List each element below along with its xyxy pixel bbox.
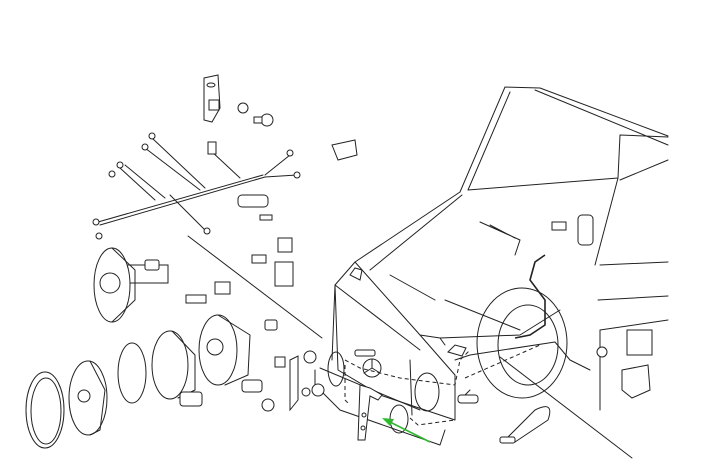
switch [277, 237, 293, 253]
left-headlight [327, 351, 345, 387]
relay-small [214, 281, 231, 295]
right-headlight [414, 372, 440, 412]
connector-cab [551, 221, 567, 231]
hood-ornament [349, 267, 363, 281]
lamp-bulb-2 [264, 319, 278, 331]
highlight-arrow-icon [382, 418, 431, 443]
clip-nut [237, 102, 249, 114]
connector-small-2 [185, 294, 207, 304]
mounting-hardware [261, 349, 376, 412]
screw [253, 113, 274, 127]
lamp-bracket-highlighted [357, 384, 383, 441]
lamp-lens [68, 360, 108, 436]
cable-tie [499, 406, 551, 444]
lamp-housing [151, 330, 203, 407]
lamp-ring [25, 371, 65, 449]
indicator-lamp [447, 344, 467, 357]
fog-lamp-upper [93, 247, 160, 323]
connector [331, 139, 358, 161]
wiring-harness [92, 132, 301, 240]
front-wheel [476, 287, 568, 399]
relay-bracket [203, 74, 221, 123]
switch-housing [274, 261, 294, 287]
switch-cab [577, 214, 594, 246]
fog-lamp-lower [198, 314, 278, 393]
wiring-routing [187, 235, 633, 459]
lamp-bulb [144, 259, 160, 271]
bulb [457, 394, 479, 404]
relay-module [596, 329, 653, 399]
bulb-socket [237, 194, 273, 221]
connector-small [251, 254, 267, 264]
lamp-seal [117, 342, 147, 404]
